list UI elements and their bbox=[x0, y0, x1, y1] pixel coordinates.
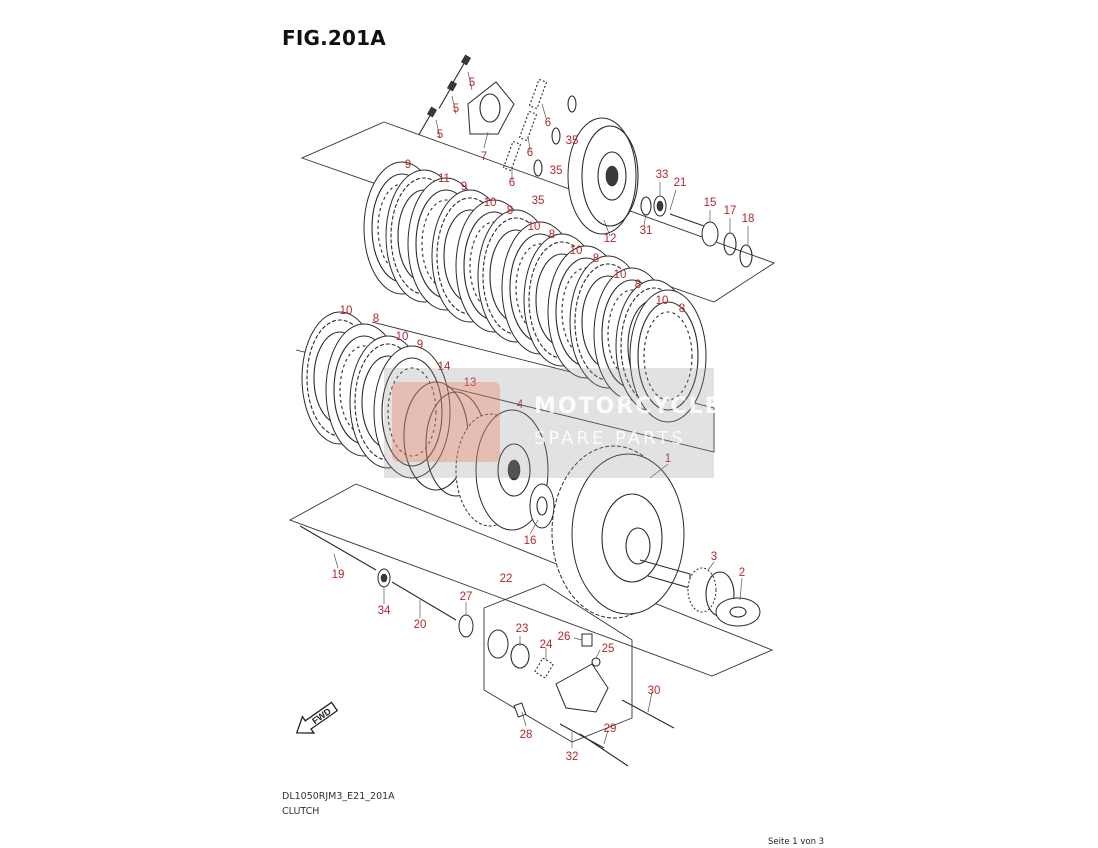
callout-24: 24 bbox=[540, 639, 553, 651]
callout-35: 35 bbox=[532, 195, 545, 207]
callout-8: 8 bbox=[549, 229, 555, 241]
spacer-2 bbox=[715, 597, 761, 627]
callout-26: 26 bbox=[558, 631, 571, 643]
callout-8: 8 bbox=[679, 303, 685, 315]
leader-lines bbox=[333, 71, 749, 748]
figure-title: FIG.201A bbox=[282, 26, 386, 50]
callout-10: 10 bbox=[570, 245, 583, 257]
callout-13: 13 bbox=[464, 377, 477, 389]
watermark-logo bbox=[392, 382, 500, 462]
callout-15: 15 bbox=[704, 197, 717, 209]
callout-21: 21 bbox=[674, 177, 687, 189]
callout-11: 11 bbox=[438, 173, 450, 185]
release-assembly bbox=[487, 629, 609, 749]
callout-6: 6 bbox=[545, 117, 551, 129]
callout-6: 6 bbox=[509, 177, 515, 189]
callout-7: 7 bbox=[481, 151, 487, 163]
callout-32: 32 bbox=[566, 751, 579, 763]
callout-1: 1 bbox=[665, 453, 671, 465]
callout-6: 6 bbox=[527, 147, 533, 159]
callout-10: 10 bbox=[396, 331, 409, 343]
watermark-line2: SPARE PARTS bbox=[534, 428, 686, 449]
callout-35: 35 bbox=[550, 165, 563, 177]
callout-35: 35 bbox=[566, 135, 579, 147]
callout-12: 12 bbox=[604, 233, 617, 245]
page-indicator: Seite 1 von 3 bbox=[768, 837, 825, 847]
callout-14: 14 bbox=[438, 361, 451, 373]
callout-10: 10 bbox=[484, 197, 497, 209]
section-name: CLUTCH bbox=[282, 806, 320, 817]
callout-8: 8 bbox=[593, 253, 599, 265]
callout-23: 23 bbox=[516, 623, 529, 635]
callout-4: 4 bbox=[517, 399, 524, 411]
callout-16: 16 bbox=[524, 535, 537, 547]
callout-2: 2 bbox=[739, 567, 745, 579]
callout-5: 5 bbox=[469, 77, 475, 89]
callout-19: 19 bbox=[332, 569, 345, 581]
top-assembly-frame bbox=[300, 121, 776, 303]
callout-5: 5 bbox=[453, 103, 459, 115]
watermark-overlay: MOTORCYCLE SPARE PARTS bbox=[384, 368, 720, 478]
callout-10: 10 bbox=[656, 295, 669, 307]
bolt-group bbox=[418, 54, 472, 135]
release-mechanism-frame bbox=[483, 583, 633, 743]
fwd-arrow-icon: FWD bbox=[295, 701, 339, 734]
callout-10: 10 bbox=[528, 221, 541, 233]
callout-8: 8 bbox=[635, 279, 641, 291]
watermark-line1: MOTORCYCLE bbox=[534, 394, 722, 419]
washer-16 bbox=[529, 483, 555, 529]
callout-9: 9 bbox=[417, 339, 423, 351]
bolts-29-30 bbox=[579, 699, 675, 767]
clutch-springs bbox=[502, 78, 577, 177]
callout-9: 9 bbox=[405, 159, 411, 171]
callout-3: 3 bbox=[711, 551, 717, 563]
callout-34: 34 bbox=[378, 605, 391, 617]
callout-22: 22 bbox=[500, 573, 513, 585]
callout-5: 5 bbox=[437, 129, 443, 141]
callout-8: 8 bbox=[373, 313, 379, 325]
pressure-plate-7 bbox=[467, 81, 515, 135]
callout-27: 27 bbox=[460, 591, 473, 603]
callout-8: 8 bbox=[507, 205, 513, 217]
callout-17: 17 bbox=[724, 205, 737, 217]
callout-30: 30 bbox=[648, 685, 661, 697]
push-rod-parts bbox=[299, 525, 474, 638]
model-code: DL1050RJM3_E21_201A bbox=[282, 791, 395, 802]
pressure-disc-12 bbox=[567, 117, 639, 235]
callout-18: 18 bbox=[742, 213, 755, 225]
callout-25: 25 bbox=[602, 643, 615, 655]
callout-20: 20 bbox=[414, 619, 427, 631]
callout-10: 10 bbox=[340, 305, 353, 317]
callout-33: 33 bbox=[656, 169, 669, 181]
callout-10: 10 bbox=[614, 269, 627, 281]
callout-29: 29 bbox=[604, 723, 617, 735]
callout-28: 28 bbox=[520, 729, 533, 741]
plate-pack-frame bbox=[295, 321, 715, 453]
clutch-housing-1 bbox=[551, 445, 691, 619]
callout-9: 9 bbox=[461, 181, 467, 193]
callout-31: 31 bbox=[640, 225, 653, 237]
part-callouts: 5 5 5 7 6 6 6 35 35 35 12 31 33 21 15 17… bbox=[332, 77, 755, 763]
